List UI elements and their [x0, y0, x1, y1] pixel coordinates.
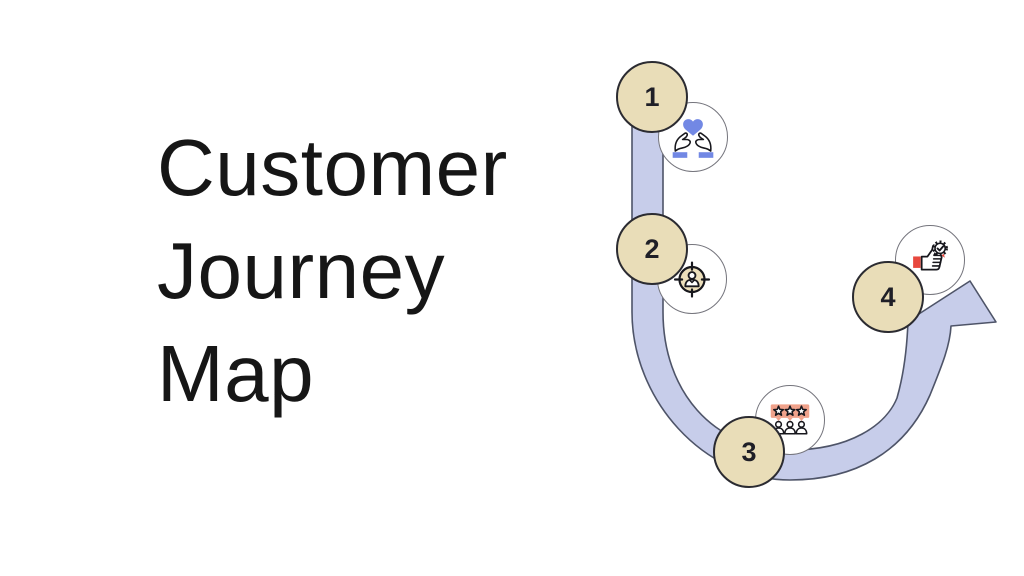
- step-circle-4: 4: [852, 261, 924, 333]
- hands-holding-heart-icon: [672, 119, 714, 158]
- thumbs-up-approved-icon: [913, 240, 948, 271]
- step-circle-2: 2: [616, 213, 688, 285]
- title-line-1: Customer: [157, 123, 508, 212]
- step-circle-3: 3: [713, 416, 785, 488]
- customer-reviews-icon: [770, 404, 810, 435]
- icon-bubble-care: [658, 102, 728, 172]
- title-line-2: Journey: [157, 226, 446, 315]
- step-number-3: 3: [741, 436, 757, 467]
- step-circle-1: 1: [616, 61, 688, 133]
- title-line-3: Map: [157, 329, 315, 418]
- step-number-2: 2: [644, 233, 660, 264]
- step-number-4: 4: [880, 281, 896, 312]
- page-title: Customer Journey Map: [157, 116, 508, 425]
- step-number-1: 1: [644, 81, 660, 112]
- customer-target-icon: [673, 261, 711, 298]
